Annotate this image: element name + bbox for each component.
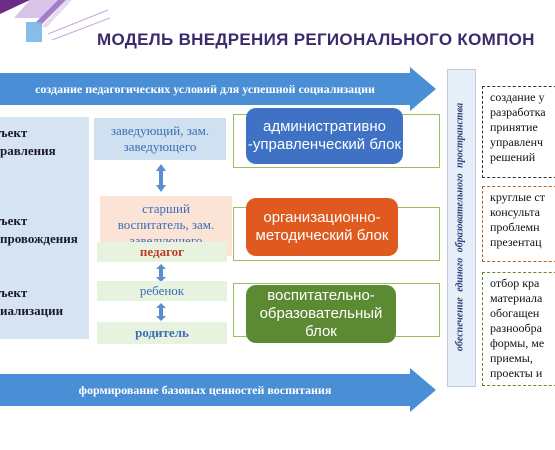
right-box-method: круглые ст консульта проблемн презентац (482, 186, 555, 262)
top-arrow: создание педагогических условий для успе… (0, 73, 410, 105)
role-child: ребенок (97, 281, 227, 301)
updown-arrow-icon (156, 264, 166, 282)
bottom-arrow-label: формирование базовых ценностей воспитани… (78, 382, 332, 397)
corner-decoration (0, 0, 110, 42)
method-block: организационно-методический блок (246, 198, 398, 256)
role-parent: родитель (97, 322, 227, 344)
right-box-edu: отбор кра материала обогащен разнообра ф… (482, 272, 555, 386)
bottom-arrow-tip (410, 368, 436, 412)
right-box-admin: создание у разработка принятие управленч… (482, 86, 555, 178)
space-strip (447, 69, 476, 387)
updown-arrow-icon (156, 303, 166, 321)
page-title: МОДЕЛЬ ВНЕДРЕНИЯ РЕГИОНАЛЬНОГО КОМПОН (97, 30, 535, 49)
role-head: заведующий, зам. заведующего (94, 118, 226, 160)
top-arrow-label: создание педагогических условий для успе… (35, 81, 375, 96)
space-strip-label: обеспечение единого образовательного про… (454, 102, 466, 352)
role-teacher: педагог (97, 242, 227, 262)
edu-block: воспитательно-образовательный блок (246, 285, 396, 343)
admin-block: административно -управленческий блок (246, 108, 403, 164)
subjects-panel (0, 117, 89, 339)
bottom-arrow: формирование базовых ценностей воспитани… (0, 374, 410, 406)
updown-arrow-icon (156, 164, 166, 192)
top-arrow-tip (410, 67, 436, 111)
